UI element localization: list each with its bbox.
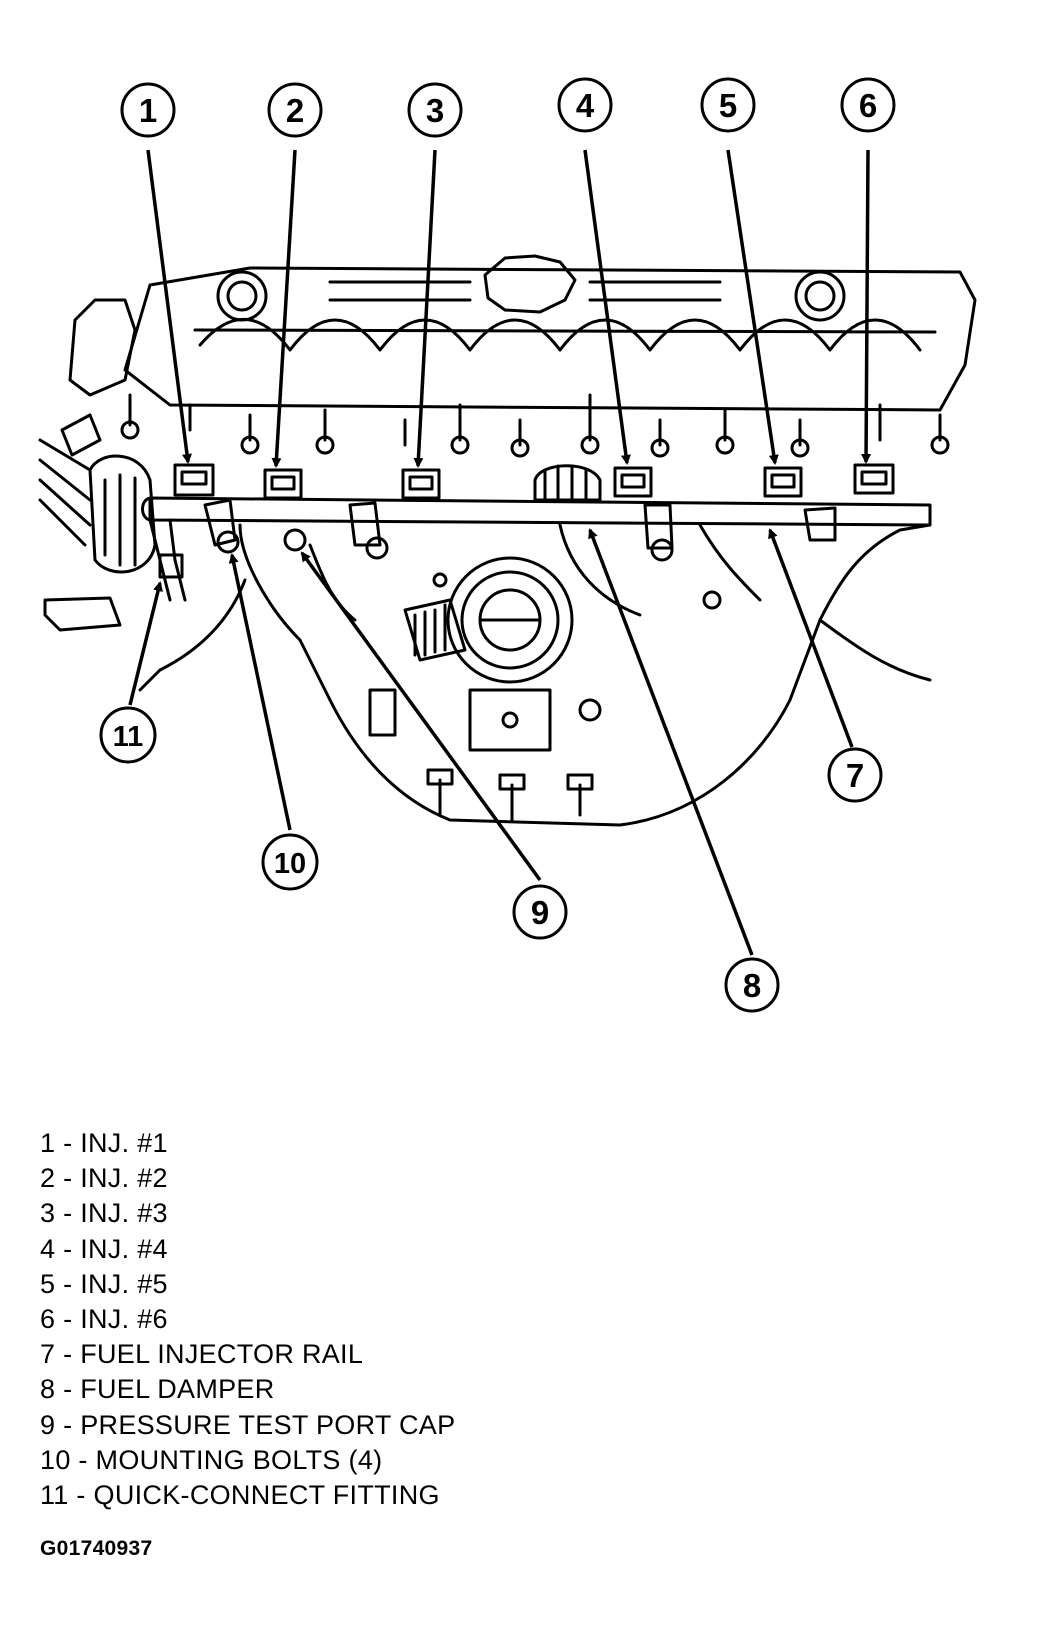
belt-lines bbox=[38, 438, 92, 547]
legend-item: 11 - QUICK-CONNECT FITTING bbox=[40, 1479, 440, 1510]
callout-1-label: 1 bbox=[139, 92, 157, 129]
leader-10 bbox=[228, 553, 292, 831]
water-neck bbox=[60, 413, 102, 457]
rail-brackets bbox=[203, 498, 837, 550]
iac-motor bbox=[468, 688, 552, 752]
callout-8-label: 8 bbox=[743, 967, 761, 1004]
throttle-body bbox=[446, 556, 574, 684]
callout-2-label: 2 bbox=[286, 92, 304, 129]
legend-item: 6 - INJ. #6 bbox=[40, 1303, 168, 1334]
leader-1 bbox=[146, 149, 192, 464]
legend-item: 5 - INJ. #5 bbox=[40, 1268, 168, 1299]
callout-5: 5 bbox=[700, 77, 756, 133]
callout-8: 8 bbox=[724, 957, 780, 1013]
leader-8 bbox=[588, 528, 754, 956]
leader-6 bbox=[861, 149, 872, 464]
callout-7: 7 bbox=[827, 747, 883, 803]
callout-1: 1 bbox=[120, 82, 176, 138]
intake-manifold bbox=[238, 523, 932, 827]
thermostat-housing bbox=[68, 298, 137, 397]
callout-2: 2 bbox=[267, 82, 323, 138]
callout-4-label: 4 bbox=[576, 87, 595, 124]
leader-9 bbox=[300, 551, 542, 882]
cover-boss-right bbox=[794, 270, 846, 322]
legend-item: 7 - FUEL INJECTOR RAIL bbox=[40, 1339, 364, 1370]
callout-3-label: 3 bbox=[426, 92, 444, 129]
bracket-left bbox=[43, 596, 122, 632]
figure-id: G01740937 bbox=[40, 1537, 153, 1560]
oil-filler-cap bbox=[483, 254, 577, 314]
callout-9: 9 bbox=[512, 884, 568, 940]
legend-item: 9 - PRESSURE TEST PORT CAP bbox=[40, 1409, 456, 1440]
leader-lines bbox=[128, 149, 872, 956]
legend-item: 8 - FUEL DAMPER bbox=[40, 1374, 275, 1405]
callouts: 1 2 3 4 5 6 7 8 9 10 11 bbox=[99, 77, 896, 1013]
legend-item: 4 - INJ. #4 bbox=[40, 1233, 168, 1264]
engine-fuel-rail-diagram: 1 2 3 4 5 6 7 8 9 10 11 bbox=[38, 77, 977, 1013]
parts-legend: 1 - INJ. #1 2 - INJ. #2 3 - INJ. #3 4 - … bbox=[40, 1126, 455, 1513]
cover-boss-left bbox=[216, 270, 268, 322]
fuel-damper bbox=[533, 464, 602, 502]
callout-6: 6 bbox=[840, 77, 896, 133]
leader-3 bbox=[413, 149, 437, 468]
fuel-injectors bbox=[173, 463, 895, 500]
valve-cover bbox=[123, 266, 977, 412]
lower-studs bbox=[368, 688, 594, 822]
pressure-test-port bbox=[283, 528, 307, 552]
leader-5 bbox=[726, 149, 779, 465]
accessory-pulley bbox=[88, 454, 157, 574]
head-bolts bbox=[120, 393, 950, 458]
callout-9-label: 9 bbox=[531, 894, 549, 931]
callout-7-label: 7 bbox=[846, 757, 864, 794]
valve-cover-ribs bbox=[193, 317, 937, 352]
leader-7 bbox=[768, 528, 854, 748]
leader-4 bbox=[583, 149, 631, 465]
rail-bolt-3 bbox=[650, 538, 674, 562]
leader-2 bbox=[271, 149, 297, 468]
legend-item: 3 - INJ. #3 bbox=[40, 1198, 168, 1229]
callout-4: 4 bbox=[557, 77, 613, 133]
engine-illustration bbox=[38, 254, 977, 827]
callout-11-label: 11 bbox=[113, 721, 144, 753]
fuel-injector-rail bbox=[148, 496, 932, 527]
rail-bolt-2 bbox=[365, 536, 389, 560]
rail-bolt-1 bbox=[216, 530, 240, 554]
callout-11: 11 bbox=[99, 706, 157, 764]
legend-item: 2 - INJ. #2 bbox=[40, 1163, 168, 1194]
callout-3: 3 bbox=[407, 82, 463, 138]
callout-10: 10 bbox=[261, 833, 319, 891]
callout-5-label: 5 bbox=[719, 87, 737, 124]
legend-item: 1 - INJ. #1 bbox=[40, 1128, 168, 1158]
callout-6-label: 6 bbox=[859, 87, 877, 124]
legend-item: 10 - MOUNTING BOLTS (4) bbox=[40, 1444, 383, 1475]
callout-10-label: 10 bbox=[274, 848, 306, 880]
leader-11 bbox=[128, 581, 163, 706]
